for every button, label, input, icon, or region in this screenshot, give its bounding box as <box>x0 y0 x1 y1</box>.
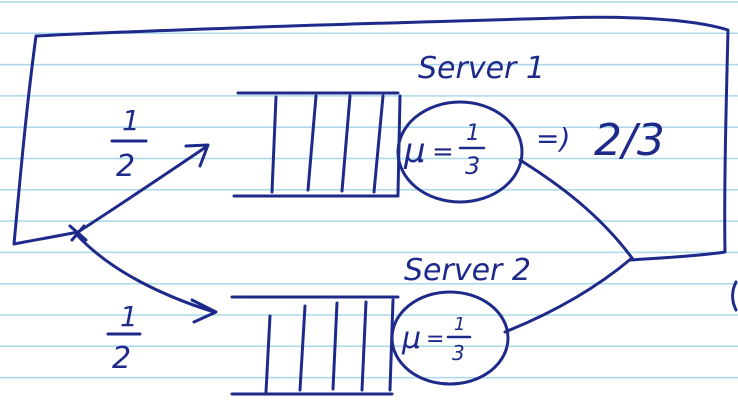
server-1-label: Server 1 <box>418 51 545 86</box>
ruled-lines <box>0 1 738 379</box>
arrival-arrow-server-1 <box>76 143 210 234</box>
server-2-circle <box>390 290 510 386</box>
arrival-prob-server-2: 1 2 <box>106 300 142 376</box>
equals-sign-2: = <box>426 327 444 352</box>
feedback-arrow: =) <box>536 122 570 155</box>
server-1-departure-path <box>518 158 634 260</box>
server-1-rate-den: 3 <box>465 152 480 180</box>
arrival-prob-server-1: 1 2 <box>110 104 148 184</box>
arrival-prob-1-den: 2 <box>116 149 135 184</box>
server-1-rate: μ = 1 3 <box>403 121 486 180</box>
feedback-loop-outline <box>12 15 730 262</box>
server-1-rate-symbol: μ <box>403 131 426 171</box>
server-2-label: Server 2 <box>404 253 531 288</box>
feedback-probability: 2/3 <box>594 115 665 166</box>
arrival-arrow-server-2 <box>76 234 218 324</box>
split-point-mark <box>68 224 88 242</box>
arrival-prob-1-num: 1 <box>122 104 140 137</box>
server-2-rate-num: 1 <box>454 314 465 335</box>
queue-server-2 <box>230 295 400 396</box>
server-2-rate-den: 3 <box>452 341 465 365</box>
server-2-departure-path <box>503 256 634 334</box>
arrival-prob-2-num: 1 <box>120 300 138 333</box>
partial-edge-mark <box>731 280 738 312</box>
equals-sign: = <box>432 137 454 167</box>
server-2-rate: μ = 1 3 <box>401 314 472 365</box>
server-1-rate-num: 1 <box>466 121 480 146</box>
queue-server-1 <box>232 91 402 198</box>
server-1-circle <box>396 100 524 204</box>
server-2-rate-symbol: μ <box>401 321 421 356</box>
arrival-prob-2-den: 2 <box>112 341 131 376</box>
